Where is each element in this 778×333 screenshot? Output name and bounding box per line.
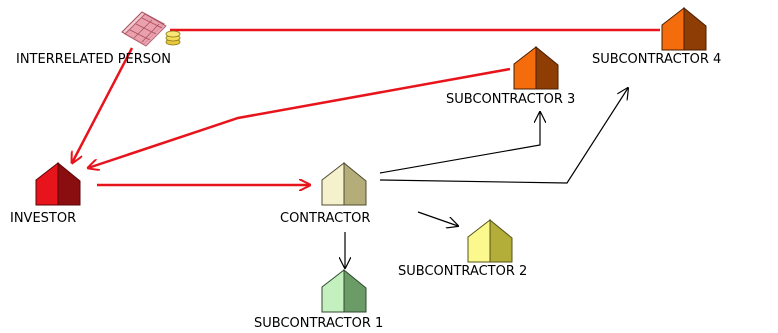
edge-contractor-to-subcontractor-2 — [417, 211, 458, 226]
contractor-house-icon — [321, 161, 367, 206]
contractor-label: CONTRACTOR — [280, 211, 371, 226]
edge-contractor-to-subcontractor-4 — [379, 88, 628, 184]
subcontractor-2-label: SUBCONTRACTOR 2 — [398, 264, 528, 279]
money-icon — [121, 11, 181, 47]
subcontractor-4-house-icon — [661, 6, 707, 51]
investor-label: INVESTOR — [10, 211, 77, 226]
subcontractor-4-label: SUBCONTRACTOR 4 — [592, 52, 722, 67]
subcontractor-2-house-icon — [467, 218, 513, 263]
subcontractor-1-label: SUBCONTRACTOR 1 — [254, 316, 384, 331]
subcontractor-3-label: SUBCONTRACTOR 3 — [446, 92, 576, 107]
subcontractor-1-house-icon — [321, 268, 367, 313]
investor-house-icon — [35, 161, 81, 206]
subcontractor-3-house-icon — [513, 45, 559, 90]
edge-subcontractor-3-to-investor — [88, 67, 511, 168]
interrelated-person-label: INTERRELATED PERSON — [16, 52, 172, 67]
edge-contractor-to-subcontractor-3 — [379, 112, 540, 174]
edge-interrelated-person-to-investor — [72, 47, 134, 163]
